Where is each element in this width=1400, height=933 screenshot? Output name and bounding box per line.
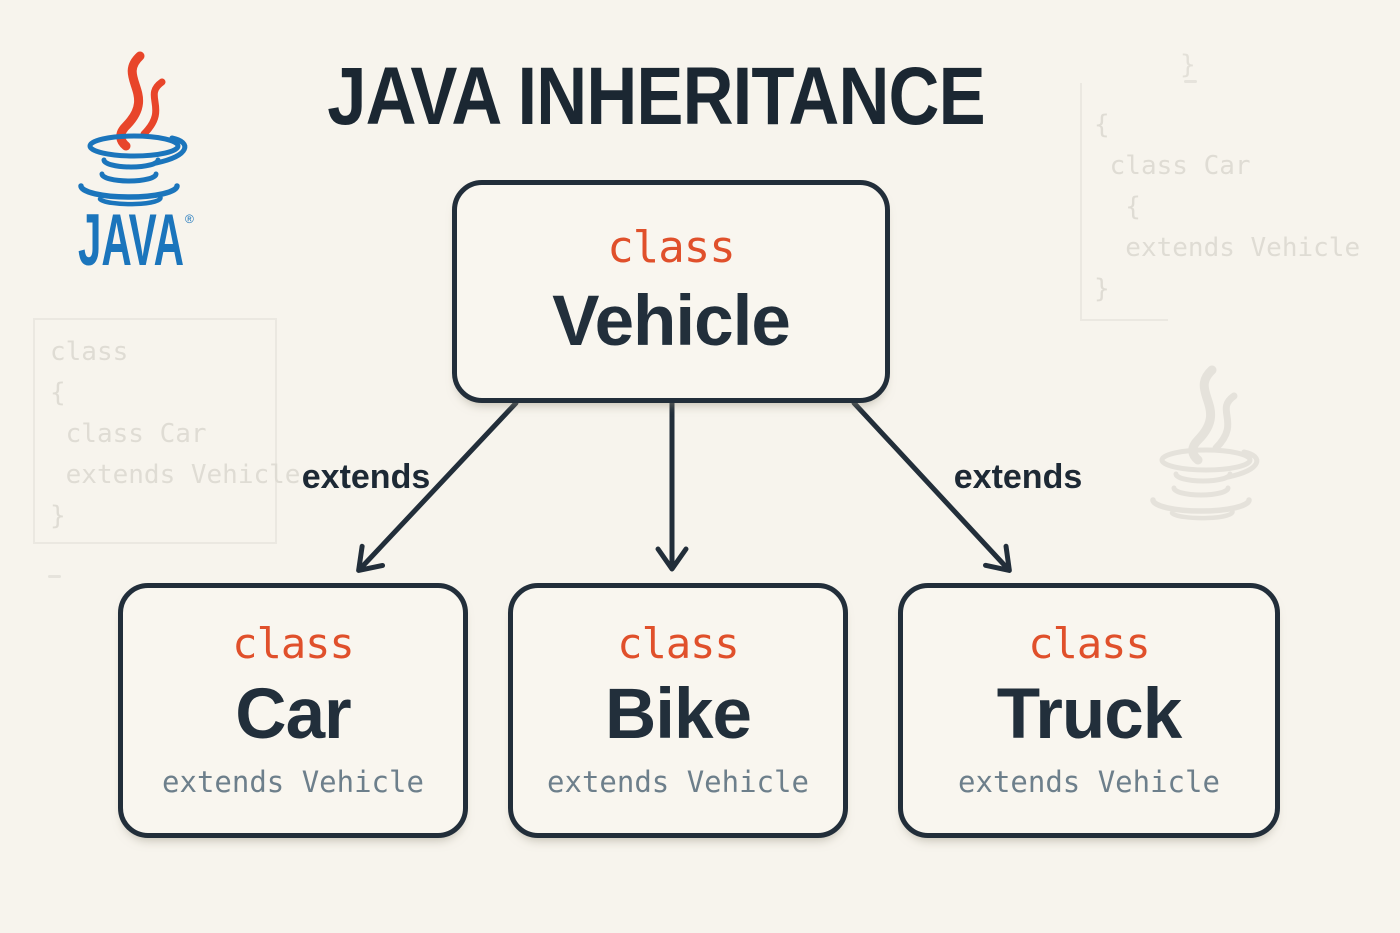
extends-clause: extends Vehicle (958, 764, 1220, 799)
arrow-vehicle-to-car (356, 400, 519, 573)
background-dash-mark (48, 575, 61, 578)
java-logo-icon: JAVA ® (78, 50, 194, 268)
class-box-bike: class Bike extends Vehicle (508, 583, 848, 838)
code-line: { (50, 378, 66, 408)
code-line: } (50, 501, 66, 531)
class-keyword: class (232, 618, 354, 668)
background-dash-mark (1184, 80, 1197, 83)
class-name-car: Car (235, 674, 351, 754)
code-line: { (1094, 192, 1141, 222)
class-name-vehicle: Vehicle (552, 281, 791, 361)
class-box-vehicle: class Vehicle (452, 180, 890, 403)
code-line: { (1094, 110, 1110, 140)
extends-clause: extends Vehicle (162, 764, 424, 799)
class-keyword: class (1028, 618, 1150, 668)
page-title: JAVA INHERITANCE (327, 51, 985, 142)
arrow-vehicle-to-truck (851, 400, 1012, 573)
edge-label-extends-left: extends (301, 458, 431, 496)
class-box-car: class Car extends Vehicle (118, 583, 468, 838)
java-wordmark: JAVA (78, 200, 184, 268)
code-line: } (1094, 274, 1110, 304)
background-brace-fragment: } (1180, 50, 1196, 80)
extends-clause: extends Vehicle (547, 764, 809, 799)
class-name-truck: Truck (996, 674, 1182, 754)
class-keyword: class (607, 221, 735, 273)
class-keyword: class (617, 618, 739, 668)
class-name-bike: Bike (605, 674, 752, 754)
class-box-truck: class Truck extends Vehicle (898, 583, 1280, 838)
code-line: class Car (50, 419, 207, 449)
code-line: class (50, 337, 129, 367)
edge-label-extends-right: extends (953, 458, 1083, 496)
registered-trademark-symbol: ® (185, 212, 194, 226)
